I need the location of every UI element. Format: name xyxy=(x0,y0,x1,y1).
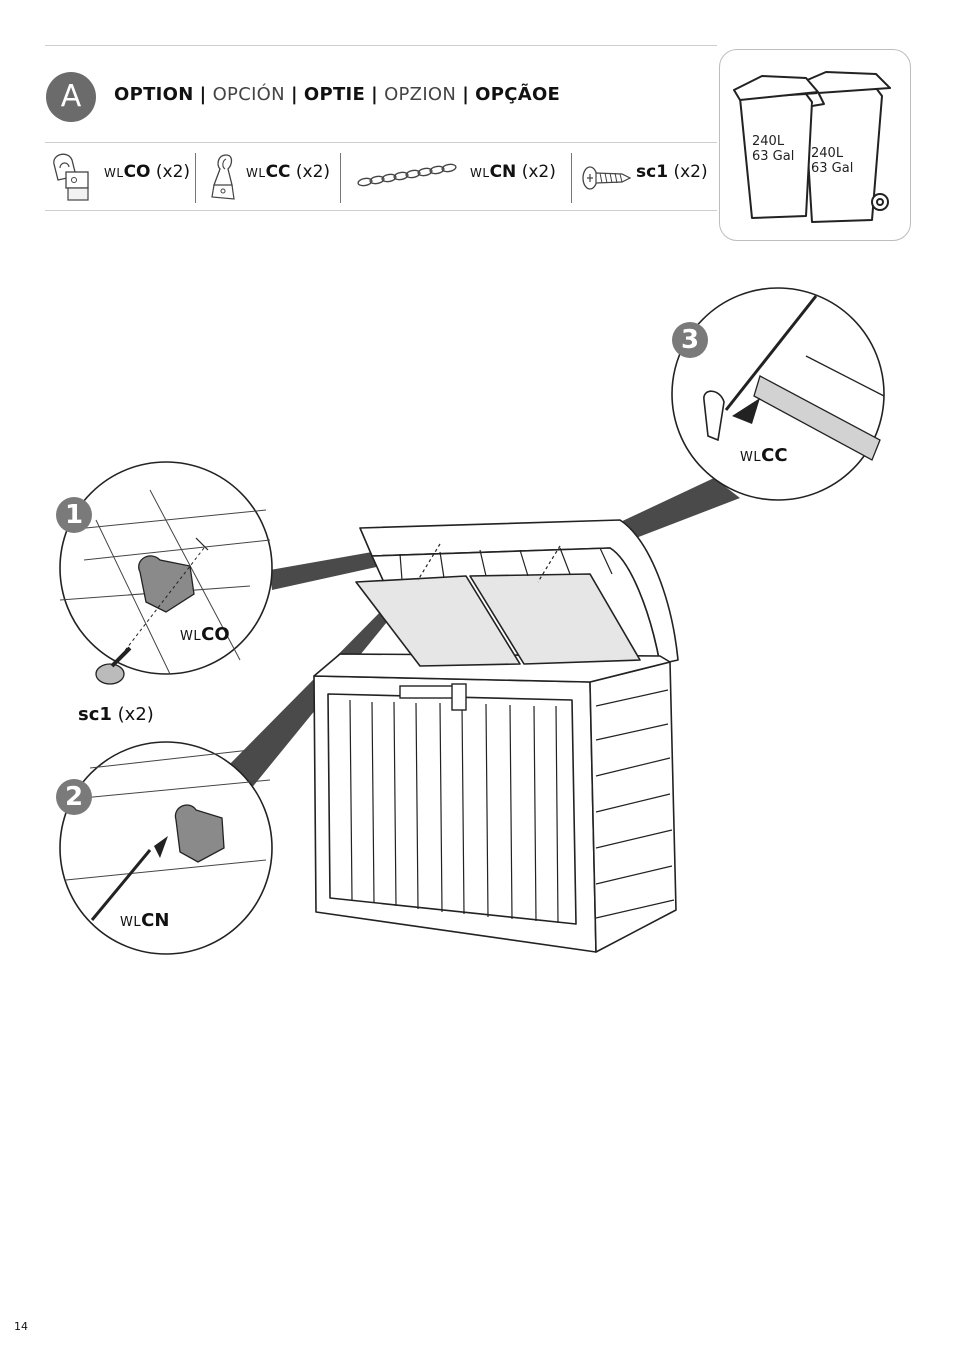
top-rule xyxy=(45,45,717,46)
title-es: OPCIÓN xyxy=(212,84,285,105)
chain-icon xyxy=(357,163,457,187)
part-wlcn-code: CN xyxy=(489,162,517,182)
step-badge: A xyxy=(46,72,96,122)
title-sep-1: | xyxy=(199,84,207,105)
callout-2-code: CN xyxy=(141,910,170,931)
parts-divider-1 xyxy=(195,153,196,203)
callout-1-screw-code: sc1 xyxy=(78,704,112,725)
bin-1-liters: 240L xyxy=(752,134,785,149)
part-wlco-qty: (x2) xyxy=(155,162,191,182)
callout-1-badge: 1 xyxy=(56,497,92,533)
part-wlco-code: CO xyxy=(123,162,151,182)
part-wlco-prefix: WL xyxy=(104,166,124,180)
callout-1-prefix: WL xyxy=(180,629,202,644)
callout-1-circle xyxy=(59,461,273,685)
bin-2-liters: 240L xyxy=(811,146,844,161)
callout-3-label: WLCC xyxy=(740,445,788,466)
bottom-rule xyxy=(45,210,717,211)
callout-3-prefix: WL xyxy=(740,450,762,465)
leader-2 xyxy=(226,600,400,790)
callout-3-code: CC xyxy=(761,445,788,466)
part-wlcn-prefix: WL xyxy=(470,166,490,180)
title-sep-2: | xyxy=(290,84,298,105)
callout-2-prefix: WL xyxy=(120,915,142,930)
screw-icon xyxy=(582,166,632,190)
window-latch-icon xyxy=(53,153,89,201)
part-wlcn: WLCN (x2) xyxy=(470,162,556,182)
callout-2-label: WLCN xyxy=(120,910,169,931)
chain-clip-icon xyxy=(211,154,235,200)
bin-2-gallons: 63 Gal xyxy=(811,161,854,176)
wheelie-bins-icon xyxy=(733,71,891,223)
bins-panel xyxy=(719,49,911,241)
bin-1-capacity: 240L 63 Gal xyxy=(752,134,794,164)
part-wlcc-code: CC xyxy=(265,162,291,182)
box-side xyxy=(589,661,677,953)
bin-2-capacity: 240L 63 Gal xyxy=(811,146,853,176)
parts-divider-2 xyxy=(340,153,341,203)
bin-1-gallons: 63 Gal xyxy=(752,149,795,164)
part-sc1: sc1 (x2) xyxy=(636,162,708,182)
option-title: OPTION | OPCIÓN | OPTIE | OPZION | OPÇÃO… xyxy=(114,84,560,105)
callout-1-screw-label: sc1 (x2) xyxy=(78,704,154,725)
inner-lid-left xyxy=(355,575,521,667)
part-sc1-code: sc1 xyxy=(636,162,669,182)
part-sc1-qty: (x2) xyxy=(673,162,708,182)
title-en: OPTION xyxy=(114,84,194,105)
callout-2-badge: 2 xyxy=(56,779,92,815)
callout-3-badge: 3 xyxy=(672,322,708,358)
inner-lid-right xyxy=(469,573,641,665)
page-number: 14 xyxy=(14,1320,28,1333)
callout-3-circle xyxy=(671,287,885,501)
callout-1-label: WLCO xyxy=(180,624,230,645)
title-it: OPZION xyxy=(384,84,457,105)
part-wlco: WLCO (x2) xyxy=(104,162,190,182)
parts-divider-3 xyxy=(571,153,572,203)
part-wlcc-qty: (x2) xyxy=(295,162,331,182)
title-nl: OPTIE xyxy=(303,84,366,105)
callout-2-circle xyxy=(59,741,273,955)
callout-1-screw-qty: (x2) xyxy=(117,704,154,725)
part-wlcc: WLCC (x2) xyxy=(246,162,330,182)
title-sep-4: | xyxy=(462,84,470,105)
storage-box-illustration xyxy=(59,287,885,955)
title-sep-3: | xyxy=(371,84,379,105)
part-wlcc-prefix: WL xyxy=(246,166,266,180)
mid-rule xyxy=(45,142,717,143)
part-wlcn-qty: (x2) xyxy=(521,162,556,182)
title-pt: OPÇÃOE xyxy=(475,84,561,105)
callout-1-code: CO xyxy=(201,624,230,645)
